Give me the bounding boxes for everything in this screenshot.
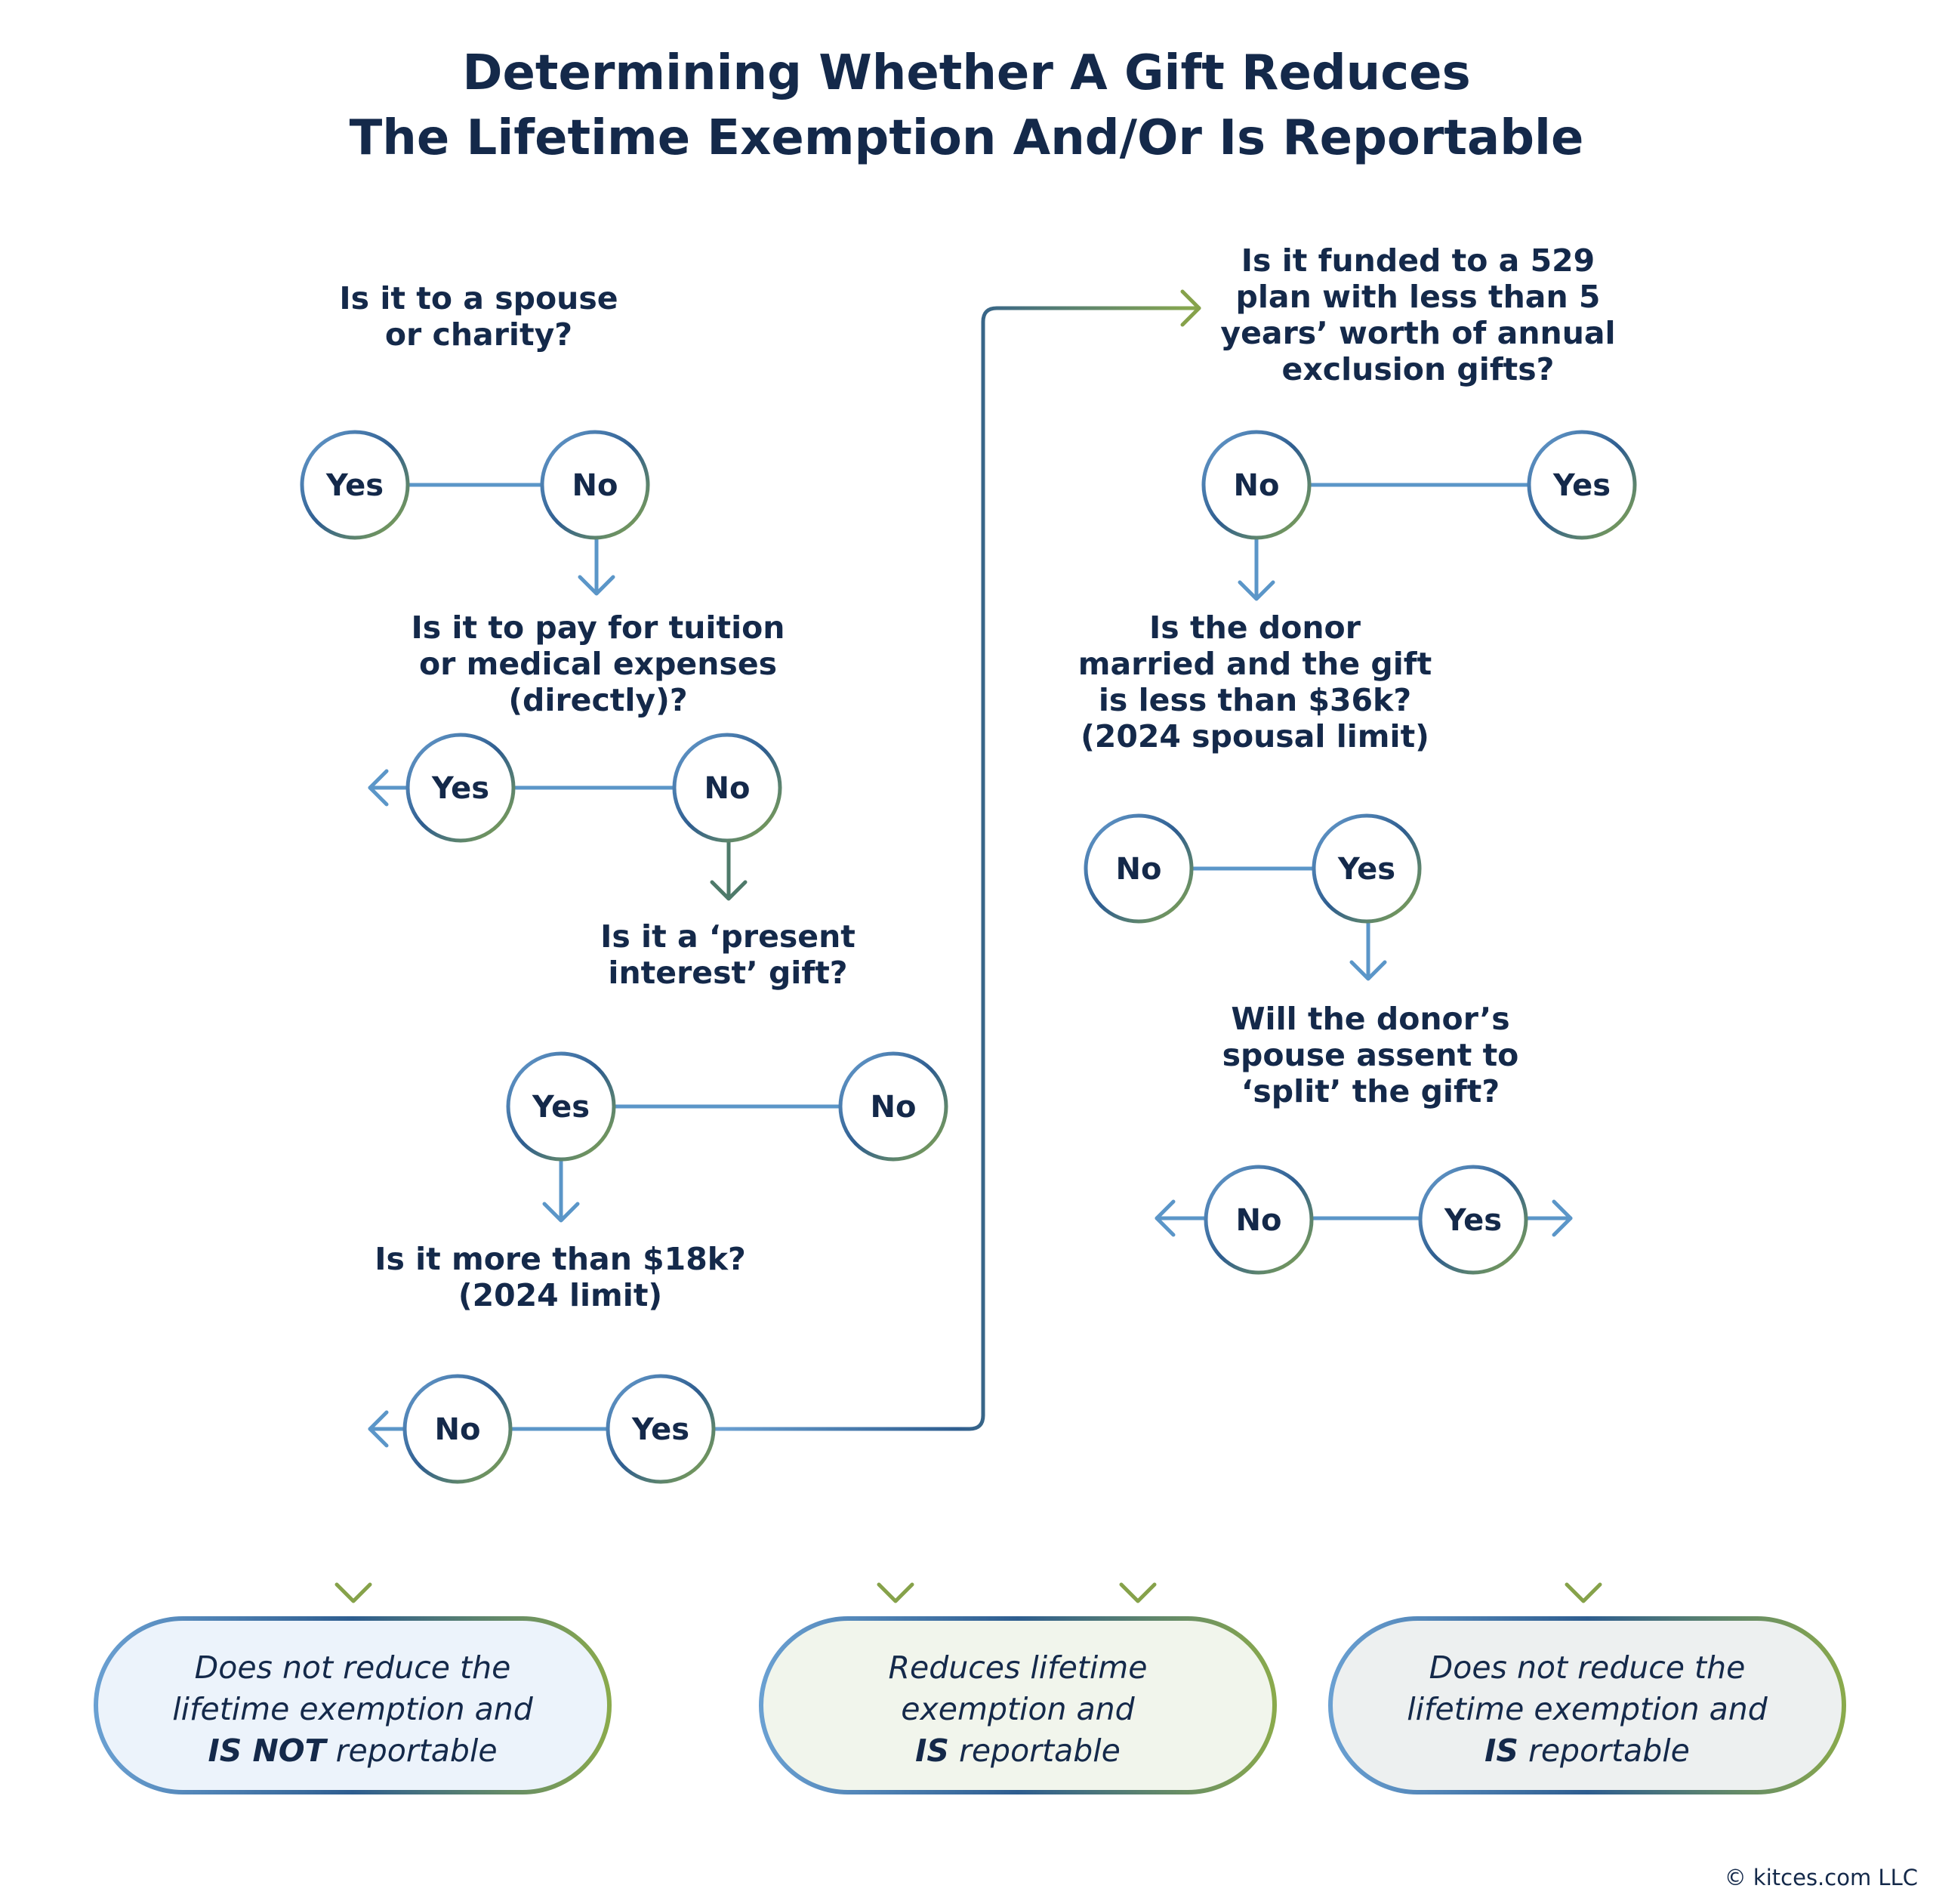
q5-no-circle: No bbox=[1201, 430, 1312, 540]
outcome-2-emphasis: IS bbox=[915, 1733, 949, 1769]
arrowhead-to-outcome-2a bbox=[877, 1582, 914, 1603]
outcome-3-line-2: lifetime exemption and bbox=[1407, 1691, 1768, 1727]
outcome-reduces-reportable: Reduces lifetime exemption and IS report… bbox=[759, 1616, 1277, 1794]
outcome-1-line-3: IS NOT reportable bbox=[208, 1733, 497, 1769]
q2-yes-label: Yes bbox=[431, 771, 489, 806]
outcome-2-line-2: exemption and bbox=[901, 1691, 1135, 1727]
arrowhead-q2-no bbox=[710, 880, 748, 901]
outcome-1-rest: reportable bbox=[326, 1733, 498, 1769]
question-5-line-3: years’ worth of annual bbox=[1220, 315, 1615, 351]
q6-no-label: No bbox=[1116, 852, 1162, 887]
arrowhead-q6-yes bbox=[1349, 960, 1387, 981]
q4-no-circle: No bbox=[402, 1374, 513, 1484]
arrowhead-q1-no bbox=[578, 575, 615, 596]
q6-yes-circle: Yes bbox=[1312, 813, 1422, 924]
q6-no-circle: No bbox=[1084, 813, 1194, 924]
arrowhead-to-outcome-3 bbox=[1565, 1582, 1602, 1603]
outcome-3-line-3: IS reportable bbox=[1484, 1733, 1690, 1769]
outcome-3-emphasis: IS bbox=[1484, 1733, 1518, 1769]
question-4-line-1: Is it more than $18k? bbox=[375, 1241, 746, 1277]
question-6-line-2: married and the gift bbox=[1078, 646, 1432, 682]
question-6-line-1: Is the donor bbox=[1149, 609, 1361, 646]
arrowhead-q7-yes bbox=[1552, 1199, 1573, 1237]
arrowhead-to-outcome-1 bbox=[334, 1582, 372, 1603]
arrowhead-q5-no bbox=[1238, 580, 1275, 601]
q4-no-label: No bbox=[435, 1412, 481, 1447]
question-2-line-2: or medical expenses bbox=[419, 646, 777, 682]
title-line-1: Determining Whether A Gift Reduces bbox=[462, 45, 1470, 101]
question-7-line-2: spouse assent to bbox=[1222, 1037, 1519, 1073]
q5-yes-label: Yes bbox=[1552, 468, 1611, 503]
question-1-line-2: or charity? bbox=[385, 316, 572, 353]
arrowhead-q7-no bbox=[1155, 1199, 1176, 1237]
question-529-plan: Is it funded to a 529 plan with less tha… bbox=[1220, 242, 1615, 387]
question-split-gift: Will the donor’s spouse assent to ‘split… bbox=[1222, 1001, 1519, 1109]
title-line-2: The Lifetime Exemption And/Or Is Reporta… bbox=[350, 110, 1584, 166]
q4-yes-label: Yes bbox=[631, 1412, 689, 1447]
question-4-line-2: (2024 limit) bbox=[458, 1277, 662, 1313]
question-5-line-1: Is it funded to a 529 bbox=[1241, 242, 1595, 279]
question-tuition-medical: Is it to pay for tuition or medical expe… bbox=[411, 609, 785, 718]
q2-no-circle: No bbox=[672, 733, 782, 843]
q5-yes-circle: Yes bbox=[1527, 430, 1637, 540]
q3-no-label: No bbox=[871, 1090, 917, 1125]
copyright-credit: © kitces.com LLC bbox=[1725, 1865, 1918, 1890]
q7-yes-label: Yes bbox=[1444, 1203, 1502, 1238]
q1-no-circle: No bbox=[540, 430, 650, 540]
route-q4-yes-to-q5 bbox=[714, 306, 1201, 1431]
outcome-1-emphasis: IS NOT bbox=[208, 1733, 328, 1769]
outcome-3-line-1: Does not reduce the bbox=[1429, 1649, 1746, 1686]
outcome-2-line-1: Reduces lifetime bbox=[889, 1649, 1148, 1686]
q1-yes-circle: Yes bbox=[300, 430, 410, 540]
q3-no-circle: No bbox=[838, 1051, 948, 1162]
outcome-1-line-1: Does not reduce the bbox=[195, 1649, 511, 1686]
question-3-line-1: Is it a ‘present bbox=[600, 918, 856, 955]
question-1-line-1: Is it to a spouse bbox=[339, 280, 618, 316]
question-more-than-18k: Is it more than $18k? (2024 limit) bbox=[375, 1241, 746, 1313]
arrowhead-q2-yes bbox=[368, 769, 389, 807]
q5-no-label: No bbox=[1234, 468, 1280, 503]
question-6-line-3: is less than $36k? bbox=[1099, 682, 1411, 718]
arrowhead-to-q5 bbox=[1180, 289, 1201, 327]
arrowhead-to-outcome-2b bbox=[1119, 1582, 1157, 1603]
question-spouse-charity: Is it to a spouse or charity? bbox=[339, 280, 618, 353]
question-2-line-1: Is it to pay for tuition bbox=[411, 609, 785, 646]
answer-circles: Yes No Yes No Yes No No Yes bbox=[300, 430, 1637, 1484]
question-7-line-3: ‘split’ the gift? bbox=[1241, 1073, 1500, 1109]
outcome-2-rest: reportable bbox=[949, 1733, 1121, 1769]
question-3-line-2: interest’ gift? bbox=[608, 955, 847, 991]
q2-yes-circle: Yes bbox=[405, 733, 516, 843]
arrowhead-q3-yes bbox=[542, 1202, 580, 1223]
question-5-line-4: exclusion gifts? bbox=[1282, 351, 1555, 387]
question-present-interest: Is it a ‘present interest’ gift? bbox=[600, 918, 856, 991]
question-2-line-3: (directly)? bbox=[508, 682, 687, 718]
q7-no-label: No bbox=[1236, 1203, 1282, 1238]
question-6-line-4: (2024 spousal limit) bbox=[1081, 718, 1429, 755]
q1-no-label: No bbox=[572, 468, 618, 503]
question-donor-married: Is the donor married and the gift is les… bbox=[1078, 609, 1432, 755]
outcome-1-line-2: lifetime exemption and bbox=[172, 1691, 533, 1727]
arrowheads bbox=[334, 289, 1602, 1603]
outcome-3-rest: reportable bbox=[1518, 1733, 1690, 1769]
q4-yes-circle: Yes bbox=[606, 1374, 716, 1484]
arrowhead-q4-no bbox=[368, 1410, 389, 1448]
connectors bbox=[351, 306, 1586, 1602]
outcome-not-reduce-reportable: Does not reduce the lifetime exemption a… bbox=[1328, 1616, 1846, 1794]
question-7-line-1: Will the donor’s bbox=[1231, 1001, 1509, 1037]
outcome-not-reduce-not-reportable: Does not reduce the lifetime exemption a… bbox=[94, 1616, 612, 1794]
q7-no-circle: No bbox=[1204, 1165, 1314, 1275]
question-5-line-2: plan with less than 5 bbox=[1236, 279, 1601, 315]
q2-no-label: No bbox=[704, 771, 751, 806]
q6-yes-label: Yes bbox=[1337, 852, 1395, 887]
q1-yes-label: Yes bbox=[325, 468, 384, 503]
q3-yes-circle: Yes bbox=[506, 1051, 616, 1162]
outcome-2-line-3: IS reportable bbox=[915, 1733, 1121, 1769]
q7-yes-circle: Yes bbox=[1418, 1165, 1528, 1275]
q3-yes-label: Yes bbox=[532, 1090, 590, 1125]
